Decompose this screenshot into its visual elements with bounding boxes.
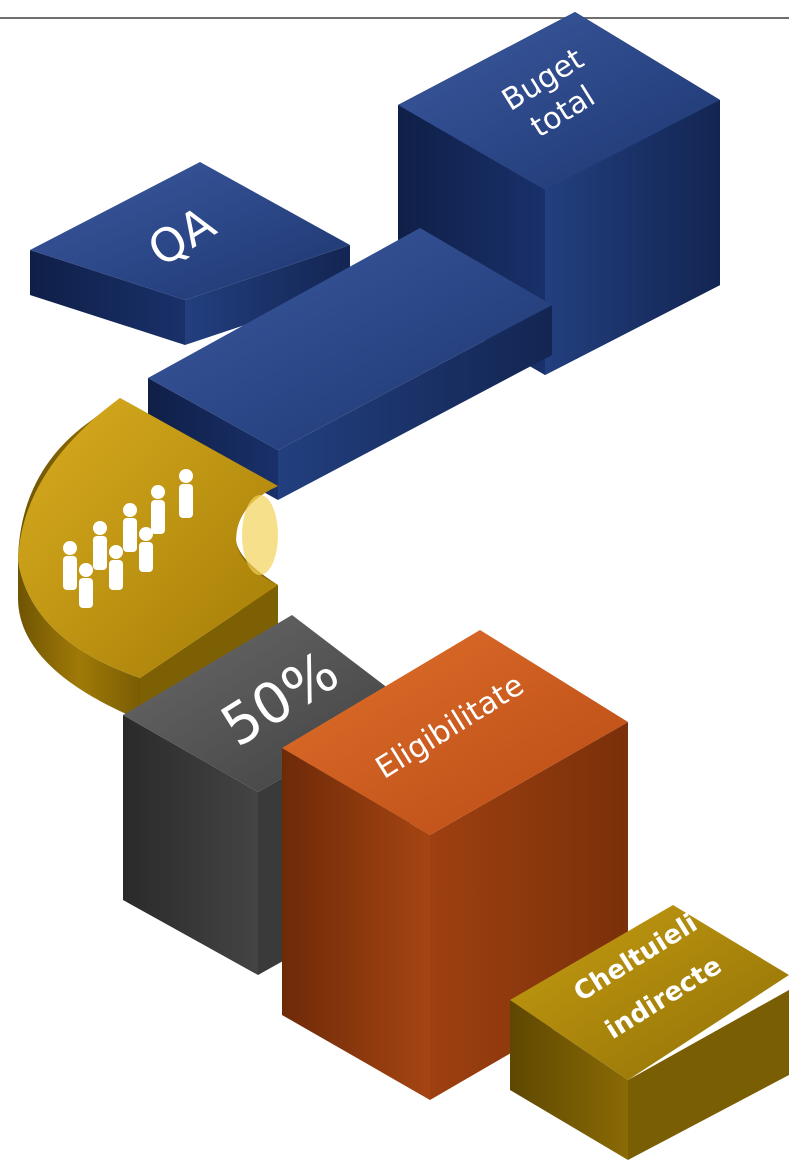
people-group-icon	[63, 469, 193, 608]
indirect-costs-block: Cheltuieli indirecte	[510, 905, 789, 1160]
people-segment	[18, 398, 278, 720]
budget-total-block: Buget total	[398, 12, 720, 375]
qa-block: QA	[30, 162, 350, 345]
